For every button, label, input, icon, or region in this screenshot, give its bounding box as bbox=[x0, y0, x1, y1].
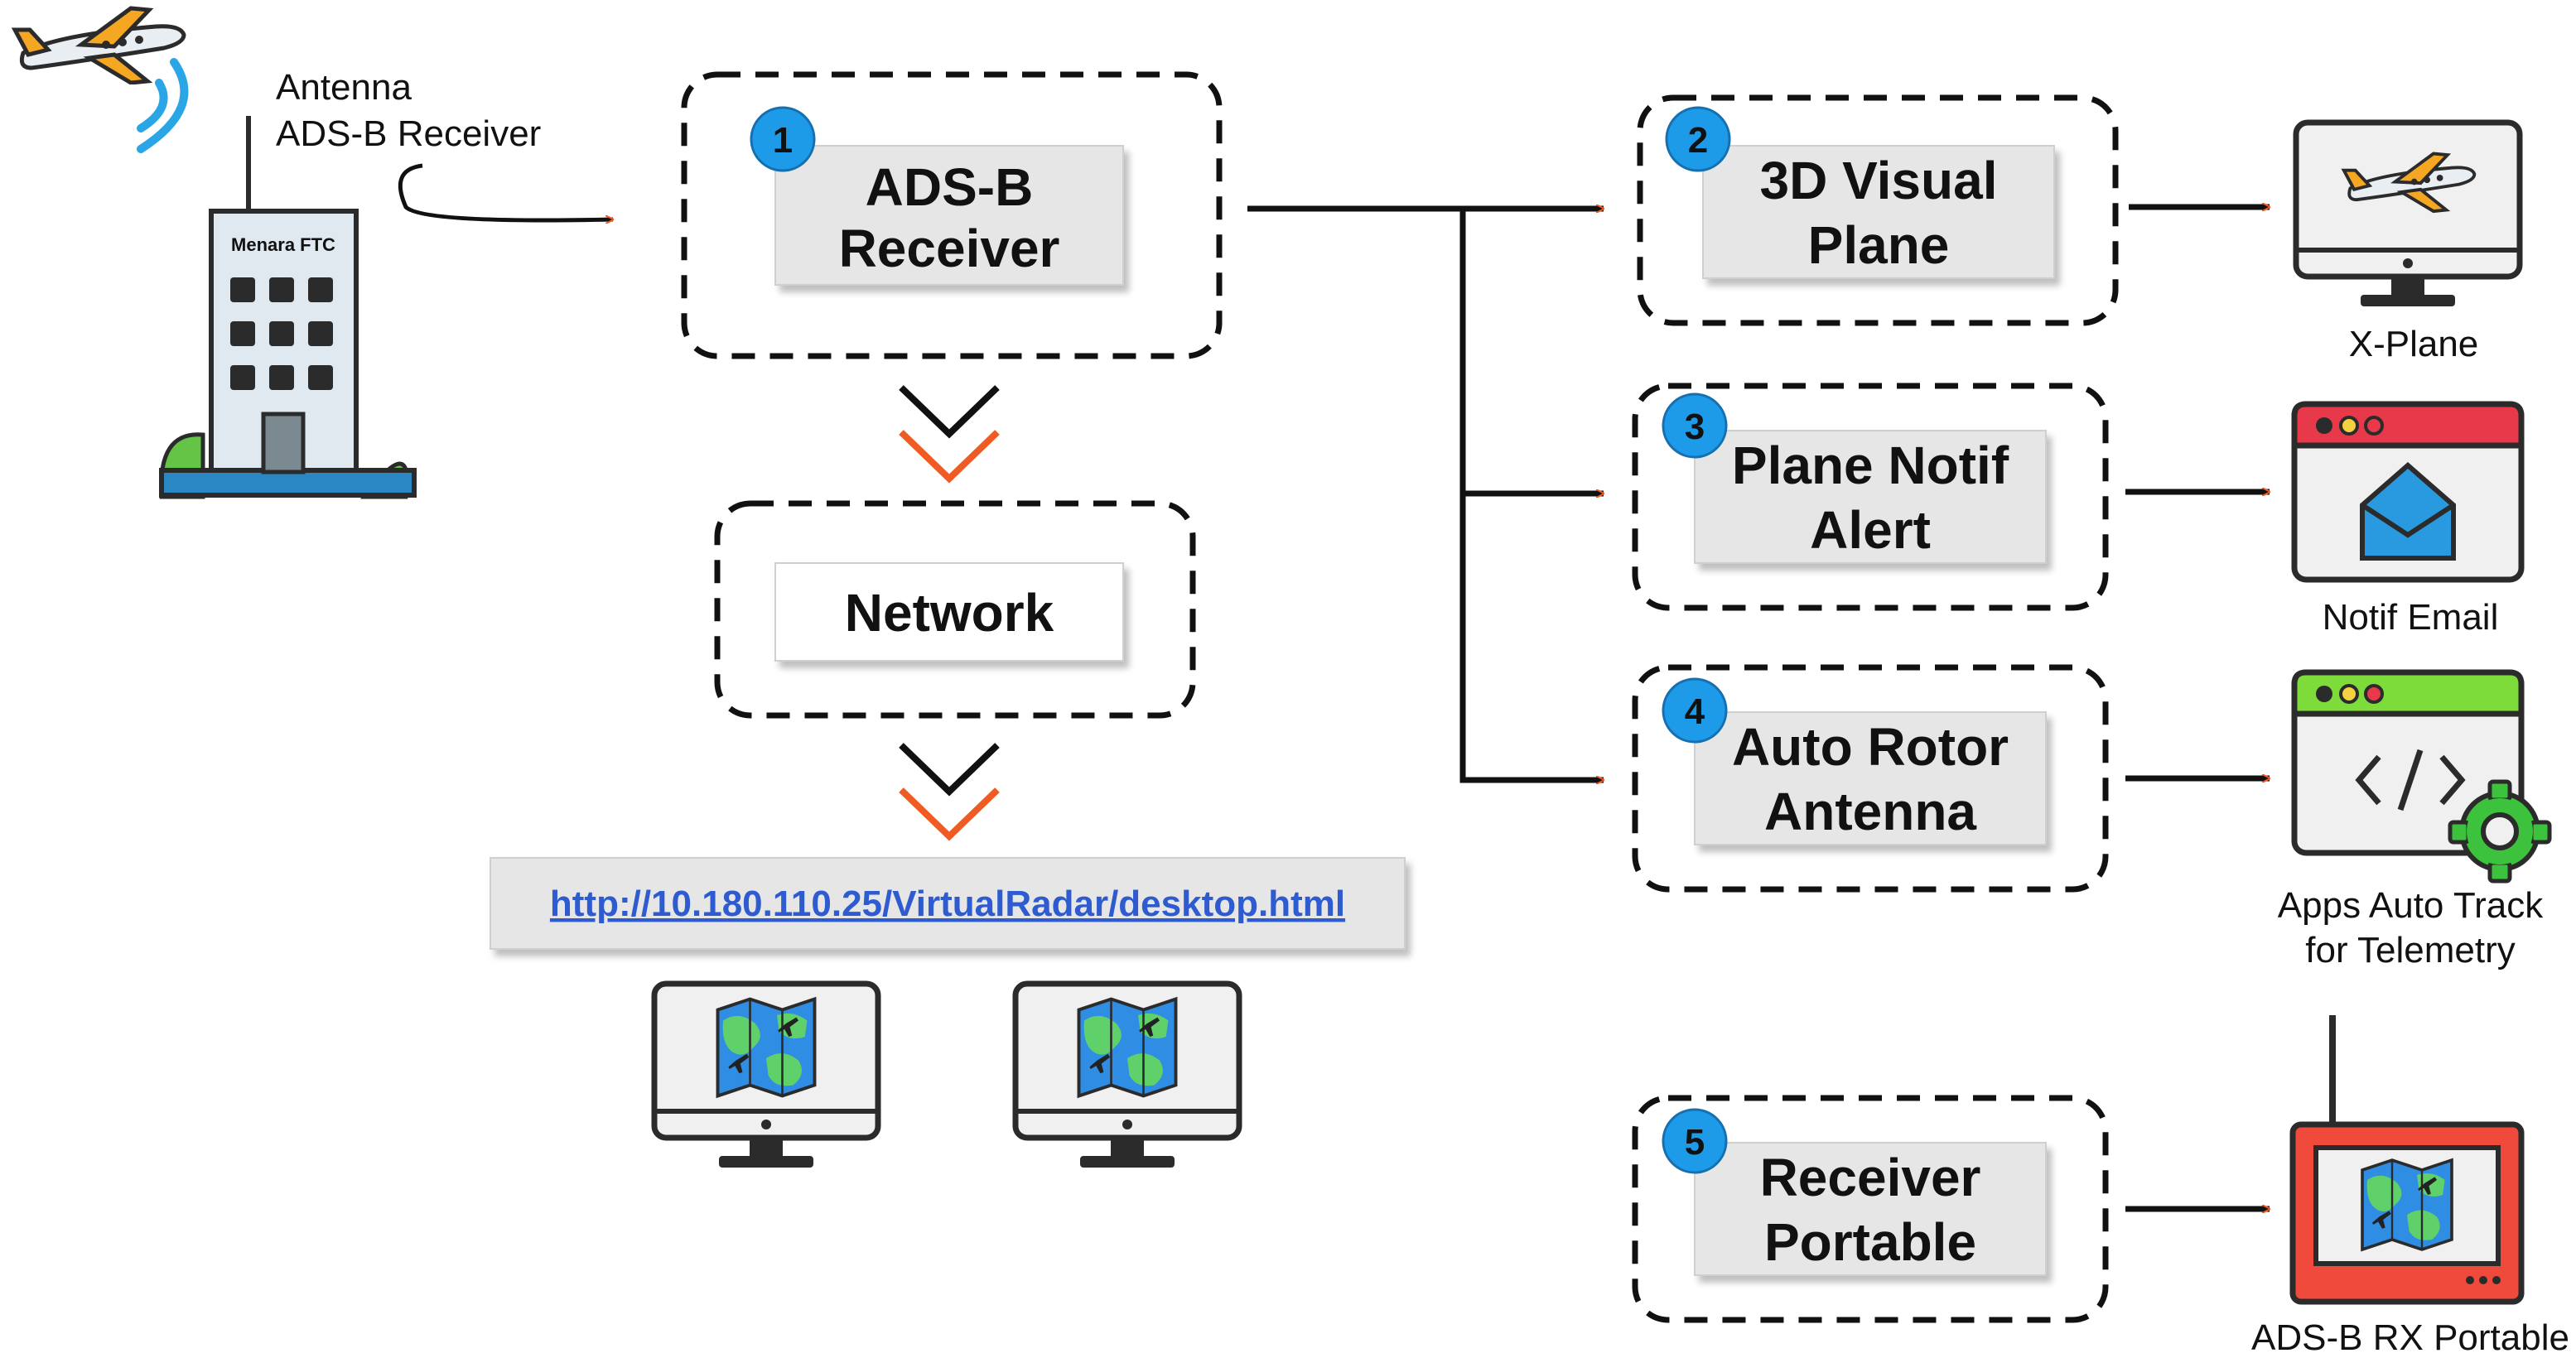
notif-number-badge bbox=[1662, 392, 1728, 459]
notif-node-line2: Alert bbox=[1810, 500, 1931, 560]
portable-number-badge bbox=[1662, 1108, 1728, 1174]
output-arrows bbox=[2125, 207, 2270, 1209]
adsb-number: 1 bbox=[773, 120, 793, 161]
adsb-number-badge bbox=[750, 106, 816, 172]
visual-number-badge bbox=[1665, 106, 1731, 172]
visual-node-border bbox=[1637, 94, 2119, 326]
visual-node-box bbox=[1702, 145, 2055, 279]
branch-connectors bbox=[1247, 209, 1604, 780]
visual-number: 2 bbox=[1688, 120, 1708, 161]
adsb-node-line1: ADS-B bbox=[866, 157, 1034, 217]
rotor-node-border bbox=[1632, 664, 2109, 893]
rx-label: ADS-B RX Portable bbox=[2251, 1317, 2569, 1358]
monitor-map-icon bbox=[1012, 980, 1242, 1168]
antenna-label-line2: ADS-B Receiver bbox=[276, 113, 541, 154]
building-label: Menara FTC bbox=[231, 234, 335, 255]
rotor-node-box bbox=[1694, 711, 2047, 845]
notif-number: 3 bbox=[1685, 407, 1705, 447]
rotor-number: 4 bbox=[1685, 691, 1705, 732]
email-label: Notif Email bbox=[2323, 597, 2499, 638]
url-link[interactable]: http://10.180.110.25/VirtualRadar/deskto… bbox=[550, 884, 1345, 924]
portable-node-line2: Portable bbox=[1764, 1212, 1976, 1272]
antenna-to-receiver-arrow bbox=[398, 163, 613, 220]
apps-label-line2: for Telemetry bbox=[2305, 930, 2516, 970]
adsb-node-box bbox=[774, 145, 1124, 286]
adsb-node-border bbox=[681, 71, 1223, 359]
visual-node-line1: 3D Visual bbox=[1760, 151, 1998, 210]
notif-node-border bbox=[1632, 383, 2109, 611]
signal-waves-icon bbox=[137, 58, 189, 153]
xplane-label: X-Plane bbox=[2349, 324, 2479, 364]
building-icon bbox=[159, 116, 417, 499]
portable-receiver-icon bbox=[2289, 1015, 2525, 1305]
rotor-number-badge bbox=[1662, 677, 1728, 744]
notif-node-line1: Plane Notif bbox=[1732, 436, 2009, 495]
network-node-box bbox=[774, 562, 1124, 662]
portable-number: 5 bbox=[1685, 1122, 1705, 1163]
portable-node-line1: Receiver bbox=[1760, 1148, 1981, 1207]
monitor-plane-icon bbox=[2293, 119, 2523, 306]
gear-icon bbox=[2448, 779, 2552, 884]
visual-node-line2: Plane bbox=[1808, 215, 1950, 275]
portable-node-border bbox=[1632, 1095, 2109, 1323]
chevron-down-icon bbox=[899, 743, 1000, 841]
email-window-icon bbox=[2291, 401, 2525, 583]
url-box bbox=[490, 857, 1406, 950]
notif-node-box bbox=[1694, 430, 2047, 564]
network-node-border bbox=[714, 500, 1196, 719]
network-node-label: Network bbox=[845, 583, 1054, 643]
adsb-node-line2: Receiver bbox=[839, 219, 1060, 278]
antenna-label-line1: Antenna bbox=[276, 67, 412, 108]
airplane-icon bbox=[15, 8, 184, 83]
chevron-down-icon bbox=[899, 385, 1000, 484]
code-window-icon bbox=[2291, 669, 2525, 856]
rotor-node-line2: Antenna bbox=[1764, 782, 1976, 841]
monitor-map-icon bbox=[651, 980, 881, 1168]
apps-label-line1: Apps Auto Track bbox=[2278, 885, 2544, 926]
rotor-node-line1: Auto Rotor bbox=[1732, 717, 2009, 777]
portable-node-box bbox=[1694, 1142, 2047, 1276]
